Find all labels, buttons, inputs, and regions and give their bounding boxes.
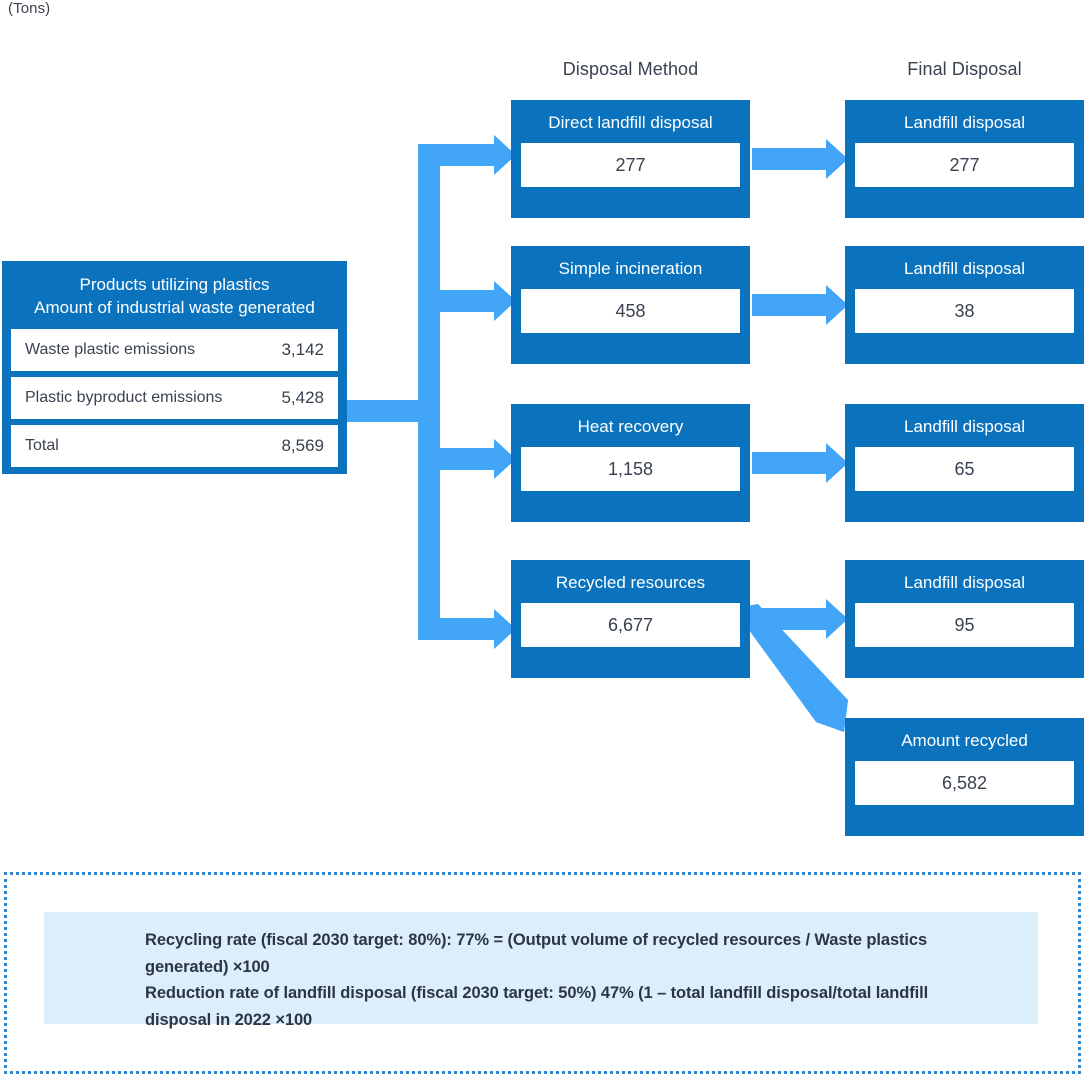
flow-arrow-branch-2 [418, 290, 496, 312]
source-card-title: Products utilizing plastics Amount of in… [11, 261, 338, 320]
flow-arrowhead-link-1 [826, 139, 848, 179]
footnote-text: Recycling rate (fiscal 2030 target: 80%)… [145, 927, 955, 1034]
disposal-card-recycled-resources: Recycled resources 6,677 [511, 560, 750, 678]
flow-arrow-stem [345, 400, 437, 422]
flow-arrow-trunk [418, 144, 440, 640]
footnote-line-2: Reduction rate of landfill disposal (fis… [145, 984, 929, 1030]
flow-arrow-branch-4 [418, 618, 496, 640]
disposal-card-value: 277 [521, 143, 740, 188]
source-row-total: Total 8,569 [11, 424, 338, 467]
final-card-title: Amount recycled [901, 731, 1028, 750]
flow-arrow-link-3 [752, 452, 828, 474]
flow-arrow-link-4 [752, 608, 828, 630]
flow-arrowhead-link-3 [826, 443, 848, 483]
flow-arrow-link-1 [752, 148, 828, 170]
flow-arrowhead-branch-3 [494, 439, 516, 479]
column-header-final-disposal: Final Disposal [907, 59, 1022, 79]
final-card-landfill-2: Landfill disposal 38 [845, 246, 1084, 364]
source-row-waste-plastic: Waste plastic emissions 3,142 [11, 328, 338, 371]
disposal-card-simple-incineration: Simple incineration 458 [511, 246, 750, 364]
source-card: Products utilizing plastics Amount of in… [2, 261, 347, 474]
flow-arrow-link-2 [752, 294, 828, 316]
disposal-card-title: Recycled resources [555, 573, 706, 592]
final-card-title: Landfill disposal [904, 573, 1025, 592]
final-card-landfill-1: Landfill disposal 277 [845, 100, 1084, 218]
disposal-card-title: Direct landfill disposal [548, 113, 713, 132]
final-card-value: 65 [855, 447, 1074, 492]
source-row-value: 3,142 [281, 339, 324, 359]
source-row-label: Plastic byproduct emissions [25, 388, 223, 406]
source-row-value: 8,569 [281, 435, 324, 455]
flow-arrowhead-branch-2 [494, 281, 516, 321]
source-title-line-1: Products utilizing plastics [79, 275, 270, 294]
source-title-line-2: Amount of industrial waste generated [34, 297, 315, 317]
footnote-dotted-frame [4, 872, 1081, 1074]
final-card-title: Landfill disposal [904, 417, 1025, 436]
final-card-value: 95 [855, 603, 1074, 648]
final-card-title: Landfill disposal [904, 259, 1025, 278]
source-row-label: Total [25, 436, 59, 454]
final-card-title: Landfill disposal [904, 113, 1025, 132]
source-row-value: 5,428 [281, 387, 324, 407]
final-card-value: 277 [855, 143, 1074, 188]
source-row-plastic-byproduct: Plastic byproduct emissions 5,428 [11, 376, 338, 419]
source-row-label: Waste plastic emissions [25, 340, 196, 358]
flow-arrowhead-branch-4 [494, 609, 516, 649]
disposal-card-title: Heat recovery [577, 417, 684, 436]
unit-label: (Tons) [8, 0, 51, 17]
disposal-card-value: 458 [521, 289, 740, 334]
final-card-landfill-4: Landfill disposal 95 [845, 560, 1084, 678]
disposal-card-value: 1,158 [521, 447, 740, 492]
flow-arrowhead-branch-1 [494, 135, 516, 175]
flow-arrow-branch-3 [418, 448, 496, 470]
footnote-line-1: Recycling rate (fiscal 2030 target: 80%)… [145, 931, 928, 976]
column-header-disposal-method: Disposal Method [562, 59, 699, 79]
disposal-card-value: 6,677 [521, 603, 740, 648]
final-card-landfill-3: Landfill disposal 65 [845, 404, 1084, 522]
flow-arrowhead-link-2 [826, 285, 848, 325]
final-card-amount-recycled: Amount recycled 6,582 [845, 718, 1084, 836]
disposal-card-direct-landfill: Direct landfill disposal 277 [511, 100, 750, 218]
final-card-value: 38 [855, 289, 1074, 334]
flow-arrow-branch-1 [418, 144, 496, 166]
disposal-card-heat-recovery: Heat recovery 1,158 [511, 404, 750, 522]
disposal-card-title: Simple incineration [558, 259, 703, 278]
final-card-value: 6,582 [855, 761, 1074, 806]
footnote-background [44, 912, 1038, 1024]
